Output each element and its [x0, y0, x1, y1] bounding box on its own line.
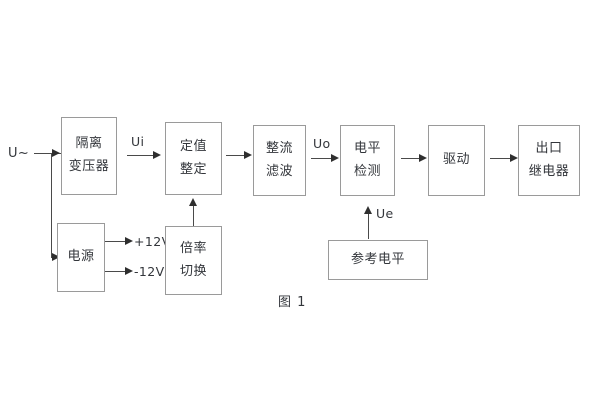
input-branch-transformer-arrow	[52, 149, 60, 157]
block-power-supply: 电源	[57, 223, 105, 292]
block-setting-value: 定值 整定	[165, 122, 222, 195]
block-drive-line-1: 驱动	[442, 152, 470, 168]
signal-ue-label: Ue	[376, 206, 394, 221]
uo-connector-arrow	[331, 154, 339, 162]
drive-to-relay-line	[490, 158, 512, 159]
uo-connector-line	[311, 158, 333, 159]
rail-negative-arrow	[125, 267, 133, 275]
block-setting-value-line-2: 整定	[179, 161, 207, 177]
block-isolation-transformer: 隔离 变压器	[61, 117, 117, 195]
rail-positive-arrow	[125, 237, 133, 245]
input-bus-vertical	[51, 153, 52, 258]
block-setting-value-line-1: 定值	[179, 138, 207, 154]
block-level-detect: 电平 检测	[340, 125, 395, 196]
block-multiplier-switch-line-2: 切换	[179, 263, 207, 279]
block-rectify-filter-line-1: 整流	[265, 140, 293, 156]
ue-connector-line	[368, 214, 369, 239]
block-reference-level-line-1: 参考电平	[350, 251, 405, 267]
ui-connector-arrow	[153, 151, 161, 159]
detect-to-drive-line	[401, 158, 421, 159]
detect-to-drive-arrow	[419, 154, 427, 162]
rail-positive-label: +12V	[134, 234, 171, 249]
block-output-relay: 出口 继电器	[518, 125, 580, 196]
multiplier-to-setting-line	[193, 206, 194, 226]
rail-positive-line	[105, 241, 127, 242]
block-isolation-transformer-line-1: 隔离	[75, 136, 103, 152]
figure-caption: 图 1	[278, 295, 307, 310]
block-drive: 驱动	[428, 125, 485, 196]
block-output-relay-line-2: 继电器	[528, 163, 570, 179]
block-output-relay-line-1: 出口	[535, 140, 563, 156]
block-isolation-transformer-line-2: 变压器	[68, 159, 110, 174]
signal-uo-label: Uo	[313, 136, 331, 151]
drive-to-relay-arrow	[510, 154, 518, 162]
rail-negative-line	[105, 271, 127, 272]
input-branch-power-arrow	[52, 253, 60, 261]
block-level-detect-line-2: 检测	[353, 163, 381, 179]
setting-to-rectify-arrow	[244, 151, 252, 159]
block-rectify-filter-line-2: 滤波	[265, 163, 293, 179]
setting-to-rectify-line	[226, 155, 246, 156]
block-multiplier-switch-line-1: 倍率	[179, 240, 207, 256]
rail-negative-label: -12V	[134, 264, 165, 279]
block-rectify-filter: 整流 滤波	[253, 125, 306, 196]
ui-connector-line	[127, 155, 155, 156]
block-reference-level: 参考电平	[328, 240, 428, 280]
block-power-supply-line-1: 电源	[67, 249, 95, 265]
multiplier-to-setting-arrow	[189, 198, 197, 206]
block-multiplier-switch: 倍率 切换	[165, 226, 222, 295]
signal-ui-label: Ui	[131, 134, 145, 149]
block-level-detect-line-1: 电平	[353, 140, 381, 156]
input-source-label: U~	[8, 146, 30, 161]
input-stub-line	[34, 153, 52, 154]
ue-connector-arrow	[364, 206, 372, 214]
